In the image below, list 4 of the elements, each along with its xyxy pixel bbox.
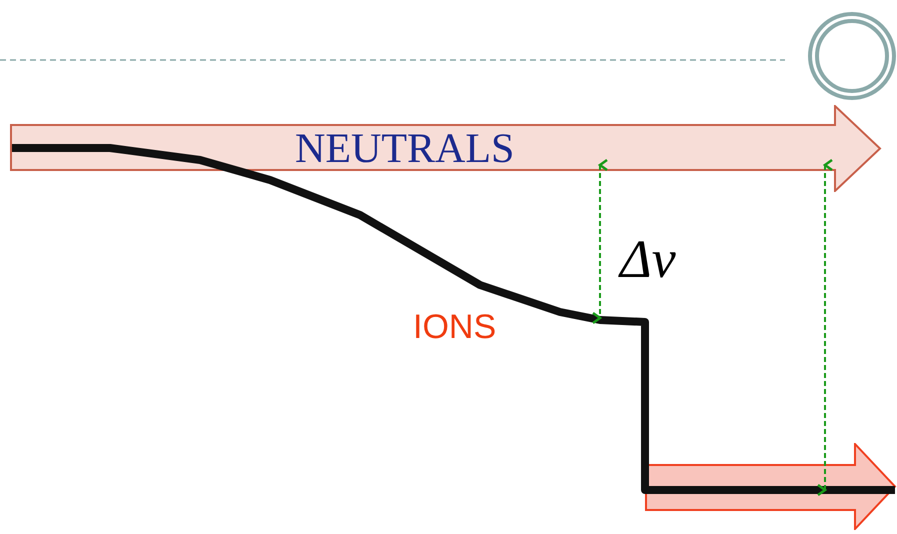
ion-trajectory-line bbox=[12, 144, 895, 494]
arrow-label: NEUTRALS bbox=[295, 128, 514, 170]
ions-label: IONS bbox=[413, 310, 496, 344]
delta-v-label: Δv bbox=[620, 232, 676, 286]
